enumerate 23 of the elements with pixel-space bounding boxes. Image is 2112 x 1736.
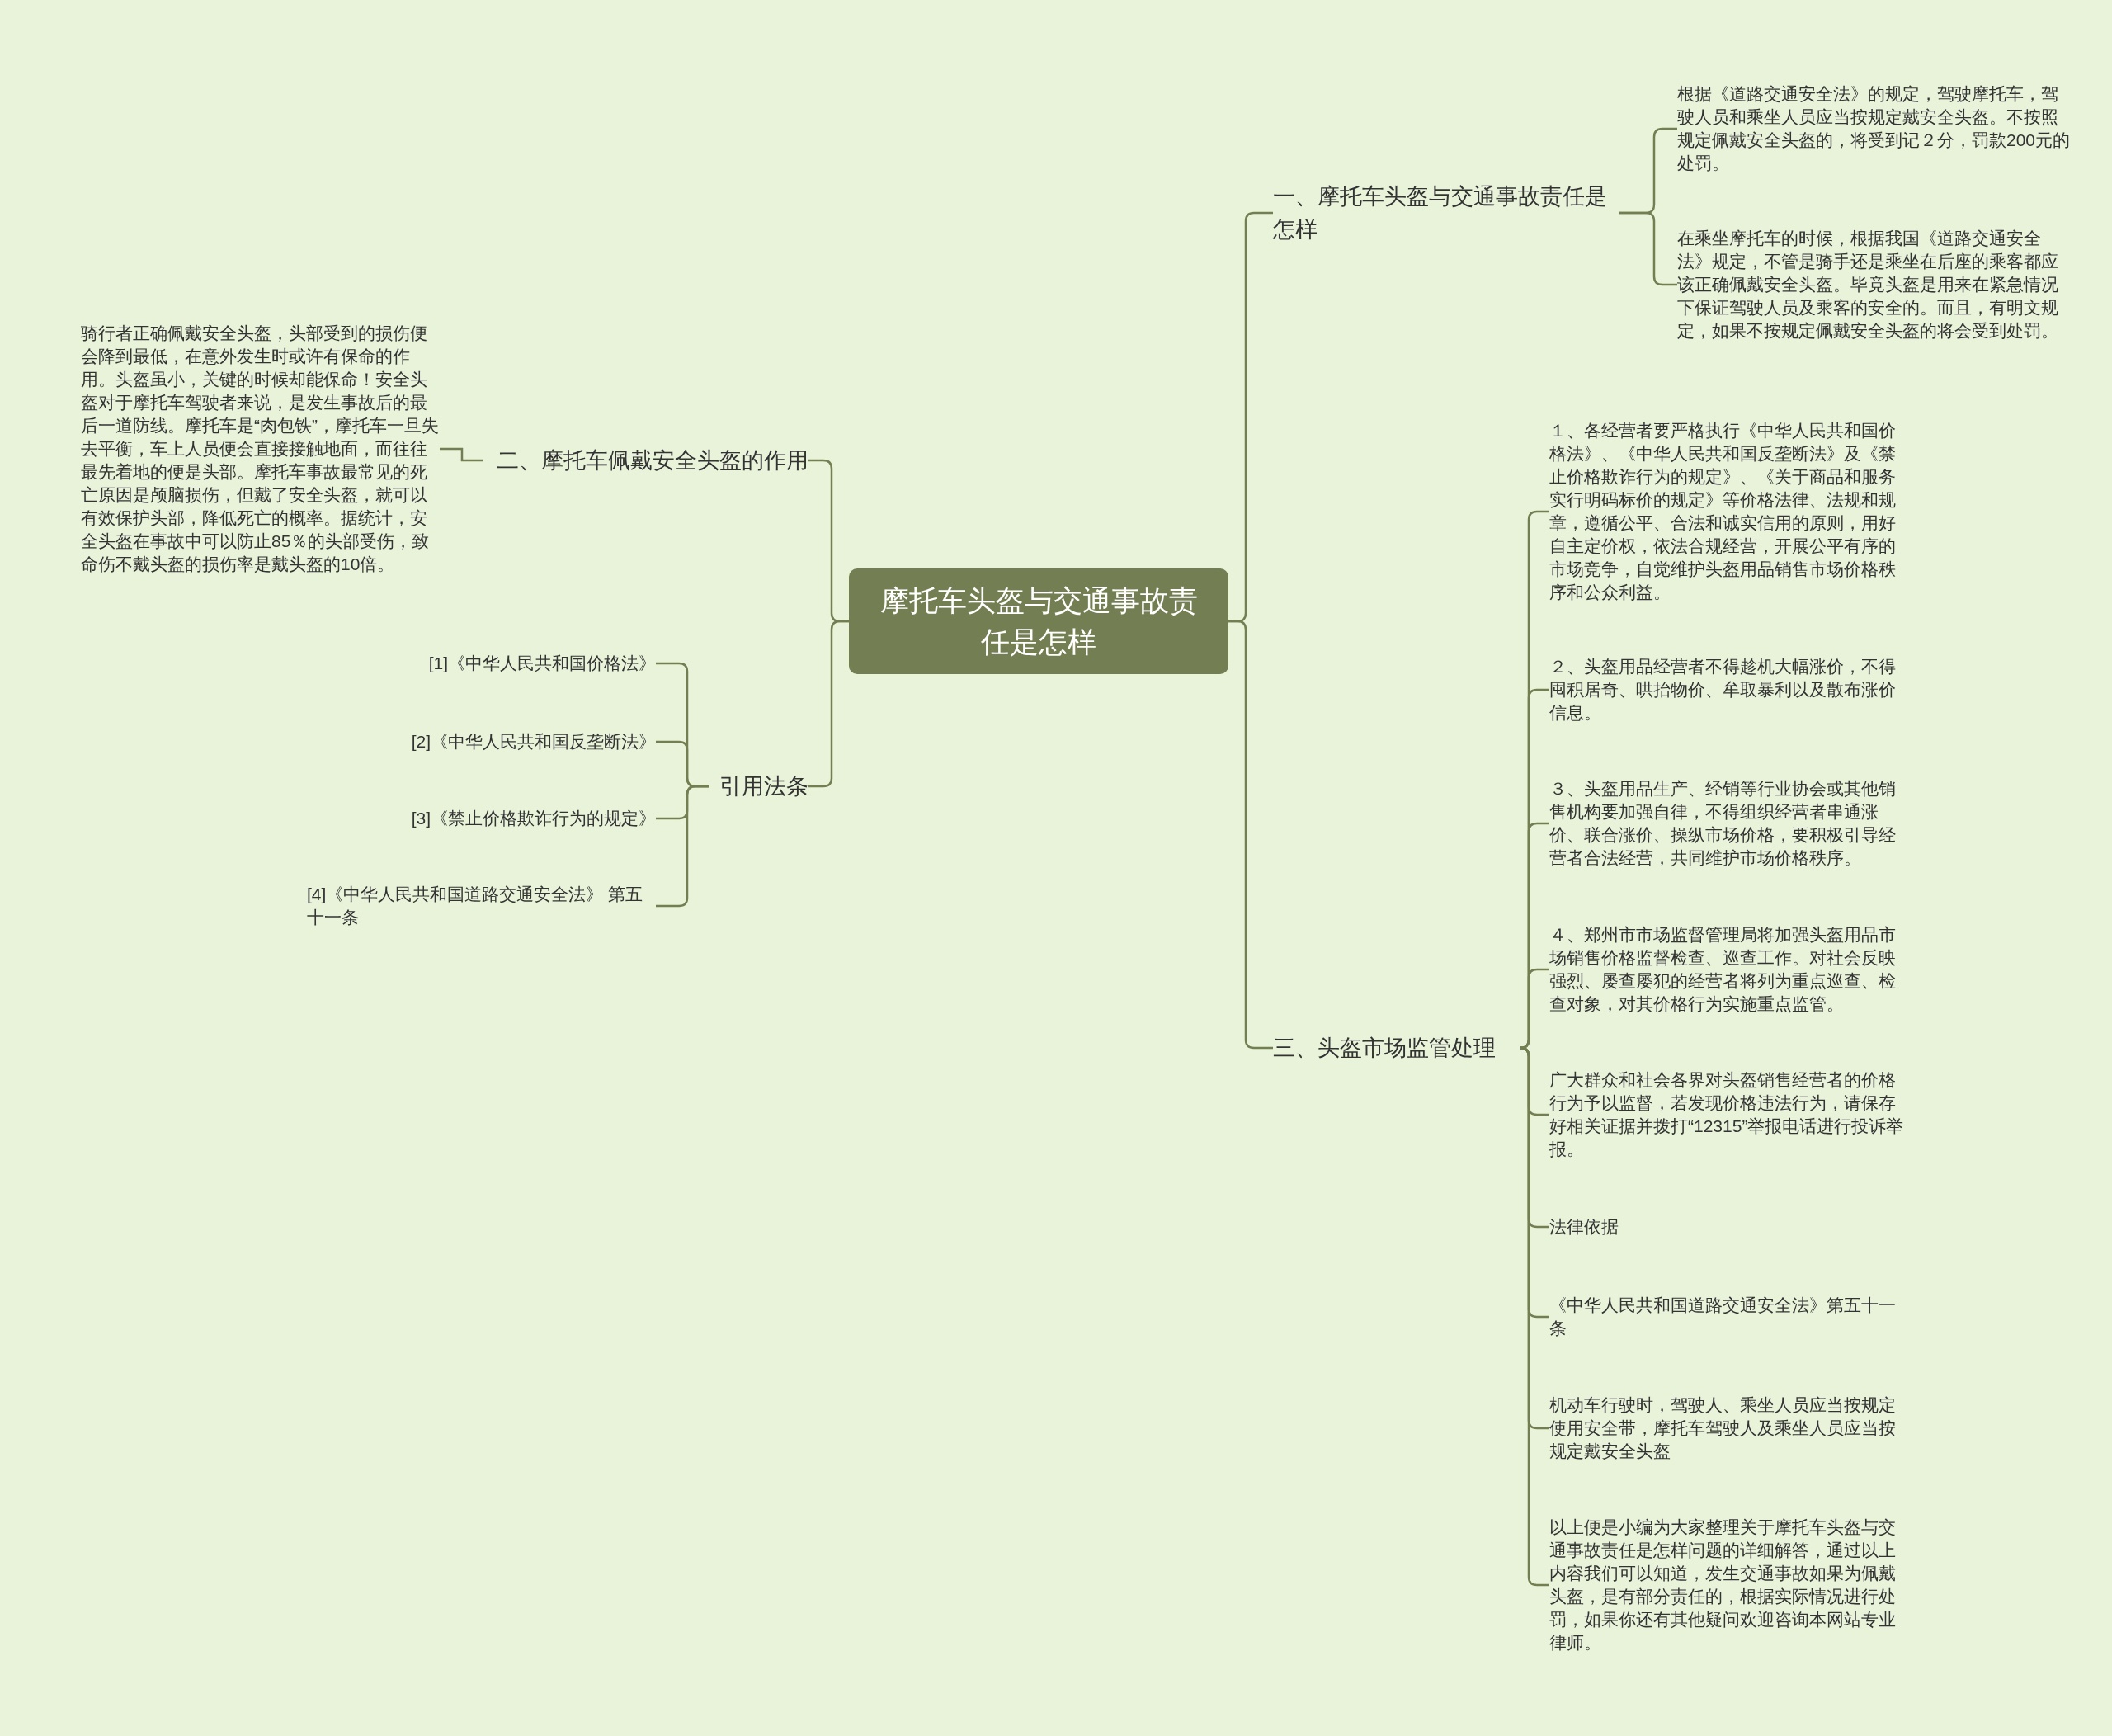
leaf-text: [4]《中华人民共和国道路交通安全法》 第五十一条 <box>307 883 656 929</box>
leaf-text: ４、郑州市市场监督管理局将加强头盔用品市场销售价格监督检查、巡查工作。对社会反映强烈、屡查屡犯的经营者将列为重点巡查、检查对象，对其价格行为实施重点监管。 <box>1549 923 1912 1016</box>
leaf-text: [1]《中华人民共和国价格法》 <box>363 652 656 675</box>
central-topic-box: 摩托车头盔与交通事故责任是怎样 <box>849 568 1228 674</box>
leaf-text: ２、头盔用品经营者不得趁机大幅涨价，不得囤积居奇、哄抬物价、牟取暴利以及散布涨价信息。 <box>1549 655 1912 724</box>
branch-topic: 引用法条 <box>710 770 808 803</box>
leaf-text: 机动车行驶时，驾驶人、乘坐人员应当按规定使用安全带，摩托车驾驶人及乘坐人员应当按规定戴安全头盔 <box>1549 1394 1912 1463</box>
branch-topic: 一、摩托车头盔与交通事故责任是怎样 <box>1273 180 1619 246</box>
leaf-text: 骑行者正确佩戴安全头盔，头部受到的损伤便会降到最低，在意外发生时或许有保命的作用。头盔虽小，关键的时候却能保命！安全头盔对于摩托车驾驶者来说，是发生事故后的最后一道防线。摩托车是“肉包铁”，摩托车一旦失去平衡，车上人员便会直接接触地面，而往往最先着地的便是头部。摩托车事故最常见的死亡原因是颅脑损伤，但戴了安全头盔，就可以有效保护头部，降低死亡的概率。据统计，安全头盔在事故中可以防止85％的头部受伤，致命伤不戴头盔的损伤率是戴头盔的10倍。 <box>81 322 440 576</box>
leaf-text: 法律依据 <box>1549 1215 1912 1238</box>
leaf-text: 以上便是小编为大家整理关于摩托车头盔与交通事故责任是怎样问题的详细解答，通过以上内容我们可以知道，发生交通事故如果为佩戴头盔，是有部分责任的，根据实际情况进行处罚，如果你还有其他疑问欢迎咨询本网站专业律师。 <box>1549 1516 1912 1654</box>
branch-topic: 二、摩托车佩戴安全头盔的作用 <box>483 444 808 477</box>
leaf-text: ３、头盔用品生产、经销等行业协会或其他销售机构要加强自律，不得组织经营者串通涨价、联合涨价、操纵市场价格，要积极引导经营者合法经营，共同维护市场价格秩序。 <box>1549 777 1912 870</box>
leaf-text: 《中华人民共和国道路交通安全法》第五十一条 <box>1549 1294 1912 1340</box>
leaf-text: 在乘坐摩托车的时候，根据我国《道路交通安全法》规定，不管是骑手还是乘坐在后座的乘客都应该正确佩戴安全头盔。毕竟头盔是用来在紧急情况下保证驾驶人员及乘客的安全的。而且，有明文规定，如果不按规定佩戴安全头盔的将会受到处罚。 <box>1677 227 2073 342</box>
leaf-text: １、各经营者要严格执行《中华人民共和国价格法》、《中华人民共和国反垄断法》及《禁止价格欺诈行为的规定》、《关于商品和服务实行明码标价的规定》等价格法律、法规和规章，遵循公平、合法和诚实信用的原则，用好自主定价权，依法合规经营，开展公平有序的市场竞争，自觉维护头盔用品销售市场价格秩序和公众利益。 <box>1549 419 1912 604</box>
connector-line <box>440 447 483 462</box>
leaf-text: 广大群众和社会各界对头盔销售经营者的价格行为予以监督，若发现价格违法行为，请保存好相关证据并拨打“12315”举报电话进行投诉举报。 <box>1549 1068 1912 1161</box>
leaf-text: 根据《道路交通安全法》的规定，驾驶摩托车，驾驶人员和乘坐人员应当按规定戴安全头盔。不按照规定佩戴安全头盔的，将受到记２分，罚款200元的处罚。 <box>1677 83 2073 175</box>
leaf-text: [2]《中华人民共和国反垄断法》 <box>363 730 656 753</box>
connector-line <box>656 785 710 908</box>
branch-topic: 三、头盔市场监管处理 <box>1273 1031 1520 1064</box>
leaf-text: [3]《禁止价格欺诈行为的规定》 <box>363 807 656 830</box>
